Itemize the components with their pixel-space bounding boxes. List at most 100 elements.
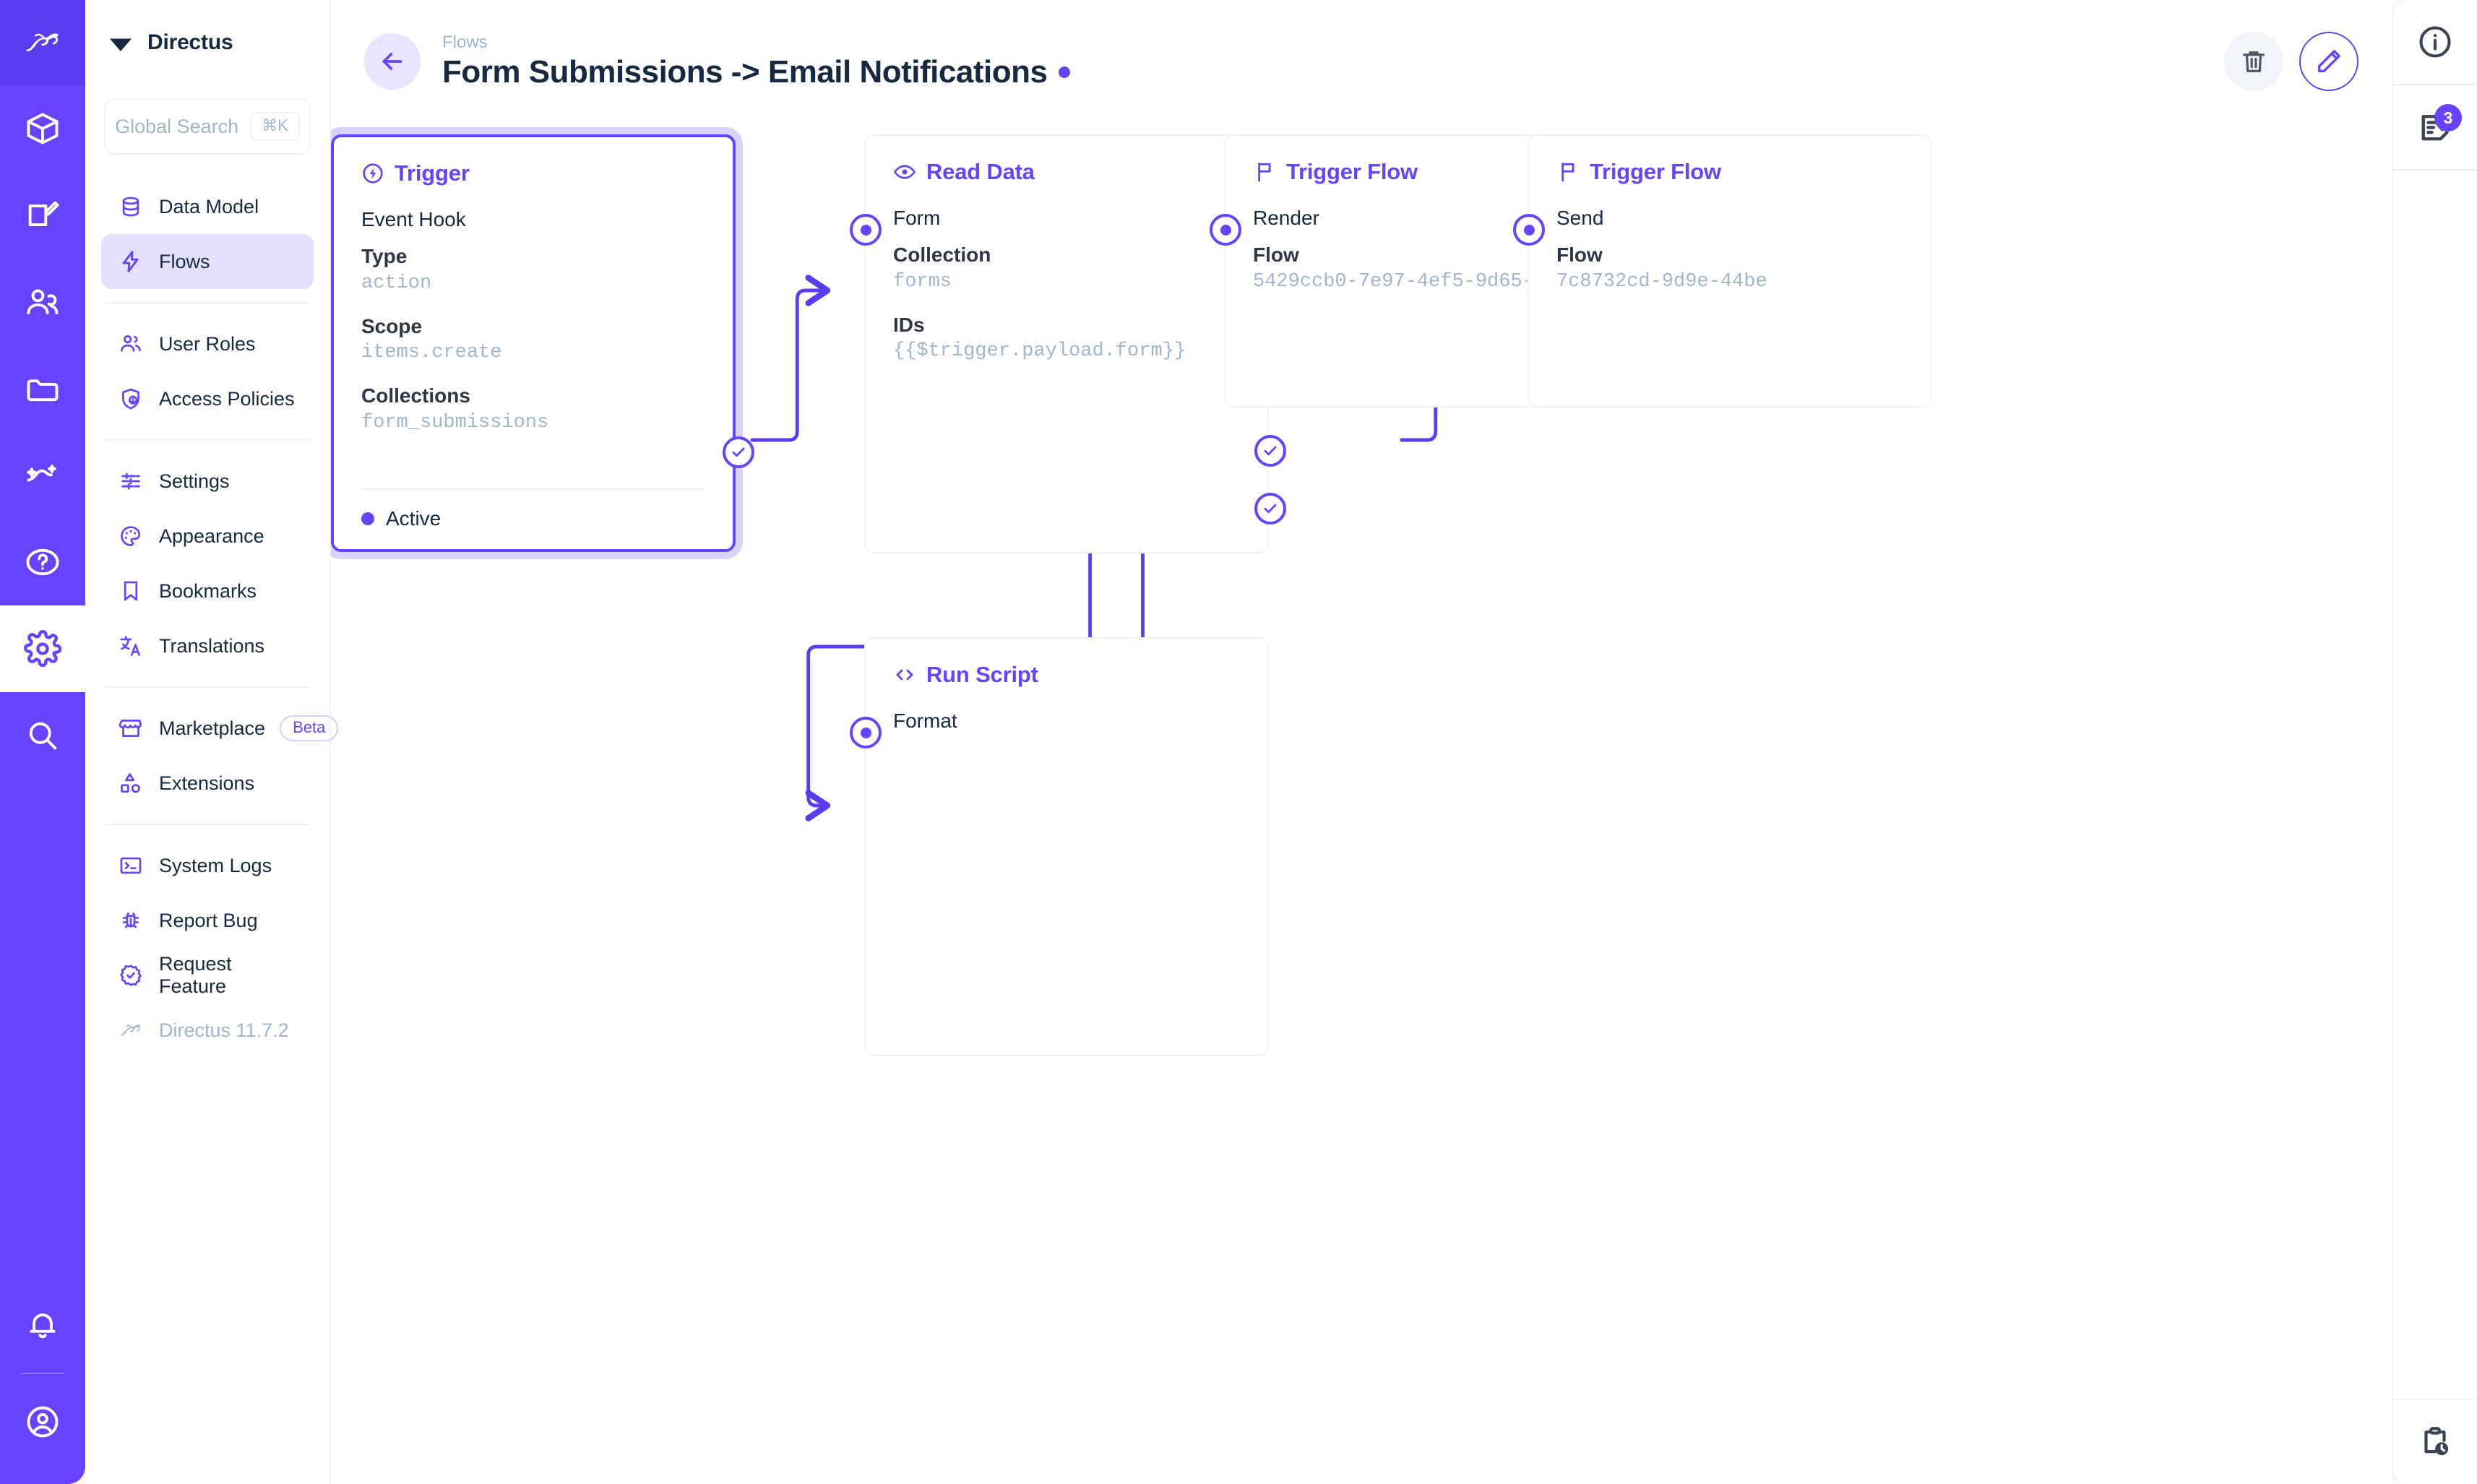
node-header: Run Script [893, 662, 1240, 688]
sidebar-item-label: Report Bug [159, 909, 258, 931]
content-box-icon[interactable] [0, 85, 85, 172]
sidebar-item-extensions[interactable]: Extensions [101, 756, 314, 811]
nav-sidebar: Directus Global Search ⌘K Data Model Flo… [85, 0, 339, 1484]
folder-icon[interactable] [0, 345, 85, 432]
sidebar-item-appearance[interactable]: Appearance [101, 509, 314, 564]
node-field: Collection forms [893, 241, 1240, 295]
page-title: Form Submissions -> Email Notifications [442, 54, 1048, 90]
gear-icon[interactable] [0, 605, 85, 692]
port-run-script-input[interactable] [850, 717, 882, 749]
node-field: Scope items.create [361, 313, 705, 366]
search-placeholder: Global Search [115, 115, 239, 137]
node-field-key: IDs [893, 313, 925, 336]
users-icon[interactable] [0, 259, 85, 345]
node-type-label: Run Script [926, 662, 1038, 687]
flow-node-trigger[interactable]: Trigger Event Hook Type action Scope ite… [331, 134, 754, 552]
flow-node-trigger-flow-send[interactable]: Trigger Flow Send Flow 7c8732cd-9d9e-44b… [1513, 134, 1932, 407]
search-shortcut-kbd: ⌘K [250, 112, 300, 141]
flow-runs-button[interactable] [2392, 1399, 2477, 1484]
port-read-data-input[interactable] [850, 214, 882, 246]
sidebar-item-label: Appearance [159, 525, 264, 547]
info-button[interactable] [2392, 0, 2477, 85]
nav-group-access: User Roles Access Policies [85, 316, 329, 426]
sidebar-item-label: Access Policies [159, 387, 295, 410]
sidebar-item-report-bug[interactable]: Report Bug [101, 893, 314, 948]
sidebar-item-bookmarks[interactable]: Bookmarks [101, 564, 314, 618]
node-field: Flow 7c8732cd-9d9e-44be [1556, 241, 1903, 295]
bug-icon [117, 907, 145, 934]
sidebar-item-translations[interactable]: Translations [101, 618, 314, 673]
sidebar-item-label: System Logs [159, 854, 272, 876]
node-header: Trigger [361, 160, 705, 186]
sidebar-item-user-roles[interactable]: User Roles [101, 316, 314, 371]
flag-icon [1253, 160, 1276, 184]
insights-icon[interactable] [0, 432, 85, 519]
users-icon [117, 330, 145, 358]
title-row: Form Submissions -> Email Notifications [442, 54, 1071, 90]
check-icon [1264, 504, 1277, 514]
sidebar-item-label: Translations [159, 634, 265, 657]
bell-icon[interactable] [0, 1282, 85, 1368]
back-button[interactable] [364, 33, 421, 90]
port-read-data-output[interactable] [1254, 435, 1286, 467]
sidebar-item-label: User Roles [159, 332, 256, 355]
nav-divider [105, 439, 309, 441]
right-tool-sidebar: 3 [2392, 0, 2477, 1484]
info-circle-icon [2419, 26, 2451, 58]
port-dot [1220, 224, 1231, 236]
node-header: Trigger Flow [1556, 159, 1903, 185]
activity-log-badge: 3 [2434, 104, 2462, 131]
node-field-key: Flow [1253, 243, 1299, 267]
shield-user-icon [117, 385, 145, 413]
search-input[interactable]: Global Search ⌘K [104, 98, 311, 155]
sidebar-item-label: Data Model [159, 195, 259, 217]
account-circle-icon[interactable] [0, 1379, 85, 1465]
flow-node-read-data[interactable]: Read Data Form Collection forms IDs {{$t… [850, 134, 1286, 553]
sidebar-item-data-model[interactable]: Data Model [101, 179, 314, 234]
directus-logo-icon[interactable] [0, 0, 85, 85]
bookmark-icon [117, 577, 145, 605]
breadcrumb[interactable]: Flows [442, 32, 488, 52]
port-trigger-output[interactable] [723, 436, 754, 468]
node-field-value: 7c8732cd-9d9e-44be [1556, 271, 1767, 293]
sidebar-item-request-feature[interactable]: Request Feature [101, 948, 314, 1003]
flow-canvas[interactable]: Trigger Event Hook Type action Scope ite… [331, 123, 2392, 1484]
sliders-icon [117, 467, 145, 495]
edit-flow-button[interactable] [2299, 32, 2358, 91]
header-actions [2224, 32, 2358, 91]
directus-wordmark-icon [107, 29, 134, 56]
storefront-icon [117, 715, 145, 742]
delete-flow-button[interactable] [2224, 32, 2283, 91]
node-type-label: Read Data [926, 159, 1035, 184]
flow-node-run-script[interactable]: Run Script Format [850, 493, 1286, 1056]
nav-divider [105, 824, 309, 825]
bolt-circle-icon [361, 162, 384, 185]
database-icon [117, 193, 145, 220]
clipboard-clock-icon [2424, 1427, 2449, 1456]
port-render-input[interactable] [1210, 214, 1241, 246]
port-run-script-output[interactable] [1254, 493, 1286, 525]
page-title-block: Flows Form Submissions -> Email Notifica… [442, 32, 1071, 91]
search-icon[interactable] [0, 692, 85, 779]
edge-trigger-to-read-data [750, 275, 831, 442]
activity-log-button[interactable]: 3 [2392, 85, 2477, 171]
brand-header: Directus [85, 0, 329, 85]
terminal-icon [117, 852, 145, 879]
sidebar-item-marketplace[interactable]: Marketplace Beta [101, 701, 339, 756]
sidebar-item-access-policies[interactable]: Access Policies [101, 371, 314, 426]
node-type-label: Trigger Flow [1590, 159, 1721, 184]
nav-group-data: Data Model Flows [85, 179, 329, 289]
node-field: Flow 5429ccb0-7e97-4ef5-9d65-2b… [1253, 241, 1600, 295]
sidebar-item-settings[interactable]: Settings [101, 454, 314, 509]
version-label: Directus 11.7.2 [159, 1019, 289, 1041]
help-circle-icon[interactable] [0, 519, 85, 605]
translate-icon [117, 632, 145, 660]
port-send-input[interactable] [1513, 214, 1545, 246]
sidebar-item-system-logs[interactable]: System Logs [101, 838, 314, 893]
nav-divider [105, 302, 309, 303]
sidebar-item-label: Marketplace [159, 717, 266, 739]
sidebar-item-flows[interactable]: Flows [101, 234, 314, 289]
edit-square-icon[interactable] [0, 172, 85, 259]
port-dot [860, 224, 871, 236]
